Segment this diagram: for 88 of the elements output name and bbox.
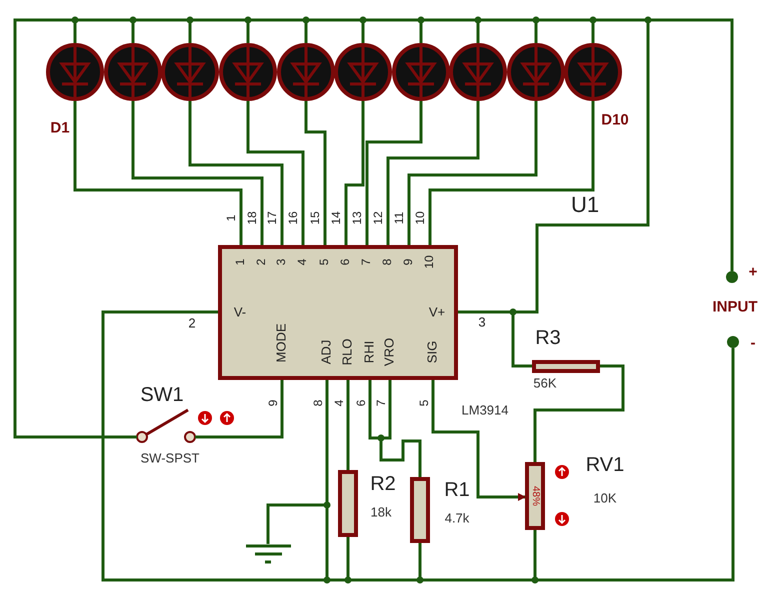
- led-symbol: [161, 43, 219, 101]
- pin-number: 10: [414, 211, 426, 225]
- component-label: R3: [535, 328, 561, 348]
- led-symbol: [507, 43, 565, 101]
- wire: [195, 380, 284, 438]
- pin-name: RHI: [362, 340, 376, 364]
- pin-number: 1: [225, 214, 237, 222]
- pin-number: 2: [188, 316, 196, 330]
- pin-name: VRO: [382, 338, 396, 366]
- pin-name: V+: [428, 306, 446, 318]
- component-value: 10K: [593, 492, 617, 504]
- pin-name: RLO: [340, 338, 354, 366]
- pin-number: 3: [275, 258, 287, 266]
- wire: [428, 101, 594, 245]
- potentiometer-symbol: [525, 462, 545, 530]
- pin-number: 10: [423, 255, 435, 269]
- pin-name: SIG: [426, 340, 438, 364]
- wire: [246, 101, 304, 245]
- wire: [408, 101, 538, 245]
- led-symbol: [277, 43, 335, 101]
- pin-number: 18: [246, 211, 258, 225]
- wire: [534, 364, 624, 462]
- ground-symbol: [244, 544, 292, 564]
- pin-number: 8: [312, 400, 324, 406]
- pin-number: 9: [267, 400, 279, 406]
- terminal-sign: +: [748, 264, 758, 280]
- wire: [304, 101, 326, 245]
- pin-name: ADJ: [320, 340, 332, 364]
- led-symbol: [334, 43, 392, 101]
- wire: [386, 101, 480, 245]
- wire: [368, 378, 422, 478]
- led-symbol: [392, 43, 450, 101]
- component-label: SW1: [140, 385, 184, 405]
- resistor-symbol: [338, 470, 358, 537]
- terminal-dot: [726, 271, 738, 283]
- led-symbol: [104, 43, 162, 101]
- pin-number: 11: [393, 212, 405, 224]
- resistor-symbol: [532, 360, 600, 373]
- ic-body: [218, 245, 458, 380]
- wire: [346, 380, 350, 470]
- pin-number: 1: [234, 258, 246, 266]
- pin-number: 2: [255, 258, 267, 266]
- pin-number: 4: [296, 258, 308, 266]
- terminal-dot: [727, 336, 739, 348]
- pin-number: 5: [318, 258, 330, 266]
- component-label: D10: [601, 112, 629, 128]
- wire: [132, 101, 264, 245]
- pin-number: 3: [478, 316, 486, 328]
- pin-number: 15: [309, 211, 321, 225]
- led-symbol: [46, 43, 104, 101]
- component-value: 18k: [370, 506, 392, 518]
- led-symbol: [219, 43, 277, 101]
- pin-name: MODE: [274, 324, 288, 362]
- switch-symbol: [136, 408, 196, 443]
- component-label: RV1: [586, 455, 624, 475]
- pin-number: 12: [372, 211, 384, 225]
- pin-number: 4: [333, 400, 345, 406]
- led-symbol: [449, 43, 507, 101]
- wire: [74, 101, 242, 245]
- led-symbol: [564, 43, 622, 101]
- wire: [188, 101, 284, 245]
- component-value: 4.7k: [444, 512, 470, 524]
- wire: [344, 101, 364, 245]
- pin-number: 8: [381, 258, 393, 266]
- wire: [366, 101, 422, 245]
- pin-number: 17: [266, 211, 278, 225]
- component-label: R1: [444, 480, 470, 500]
- pin-number: 6: [339, 258, 351, 266]
- resistor-symbol: [410, 477, 430, 543]
- pin-number: 5: [418, 400, 430, 406]
- pin-number: 7: [375, 400, 387, 406]
- wiper-position: 48%: [530, 486, 540, 506]
- arrow: [432, 380, 526, 501]
- part-number: LM3914: [462, 404, 508, 416]
- component-value: 56K: [533, 376, 557, 390]
- pin-number: 7: [360, 258, 372, 266]
- pin-number: 14: [330, 211, 342, 225]
- pin-name: V-: [234, 306, 246, 318]
- component-value: SW-SPST: [140, 452, 200, 464]
- pin-number: 16: [287, 211, 299, 225]
- terminal-sign: -: [750, 336, 756, 350]
- component-label: D1: [50, 120, 70, 136]
- component-label: R2: [370, 474, 396, 494]
- pin-number: 6: [355, 400, 367, 406]
- terminal-label: INPUT: [712, 300, 758, 314]
- pin-number: 13: [351, 211, 363, 225]
- component-label: U1: [570, 194, 600, 216]
- pin-number: 9: [402, 258, 414, 266]
